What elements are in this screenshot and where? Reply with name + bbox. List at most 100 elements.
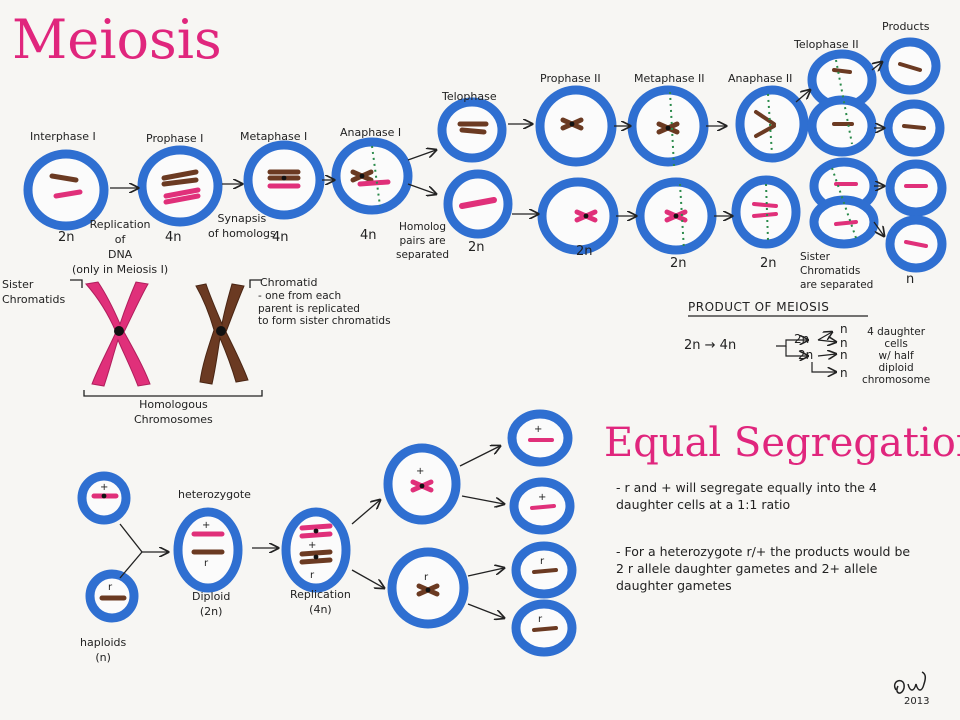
chromosome-mark <box>832 68 852 74</box>
ploidy-telophase: 2n <box>468 240 485 255</box>
chromosome-mark <box>163 187 201 199</box>
segregation-bullet-1: - r and + will segregate equally into th… <box>616 480 881 512</box>
product-description: 4 daughter cells w/ half diploid chromos… <box>862 326 931 387</box>
product-n-2: n <box>840 336 848 350</box>
chromosome-mark <box>752 212 778 218</box>
product-flow-2n-a: 2n <box>794 332 810 346</box>
chromosome-mark <box>902 124 926 130</box>
homologous-chromosomes-label: Homologous Chromosomes <box>134 398 213 426</box>
process-arrow <box>351 500 380 525</box>
spindle-dots <box>835 59 853 145</box>
product-n-4: n <box>840 366 848 380</box>
ploidy-prophase-2: 2n <box>576 244 593 259</box>
replication-note: Replication of DNA (only in Meiosis I) <box>72 218 169 276</box>
replication-segregation-label: Replication (4n) <box>290 588 351 616</box>
process-arrow <box>351 569 384 588</box>
stage-prophase-2: Prophase II <box>540 72 601 85</box>
allele-plus: + <box>308 540 316 551</box>
diploid-label: Diploid (2n) <box>192 590 231 618</box>
allele-r: r <box>108 582 113 593</box>
chromosome-mark <box>834 220 858 226</box>
allele-plus: + <box>202 520 210 531</box>
centromere-dot <box>665 125 671 131</box>
centromere-dot <box>419 483 425 489</box>
centromere-dot <box>313 528 319 534</box>
page-title: Meiosis <box>12 8 222 71</box>
centromere-icon <box>216 326 226 336</box>
stage-telophase: Telophase <box>442 90 497 103</box>
signature-mark <box>893 671 927 694</box>
stage-prophase-1: Prophase I <box>146 132 204 145</box>
stage-anaphase-2: Anaphase II <box>728 72 793 85</box>
product-of-meiosis-heading: PRODUCT OF MEIOSIS <box>688 300 830 314</box>
process-arrow <box>873 221 884 236</box>
process-arrow <box>407 183 436 194</box>
process-arrow <box>467 603 504 618</box>
stage-metaphase-2: Metaphase II <box>634 72 705 85</box>
stage-interphase-1: Interphase I <box>30 130 96 143</box>
chromosome-mark <box>161 169 199 181</box>
centromere-dot <box>569 121 575 127</box>
chromosome-mark <box>459 197 497 209</box>
sister-chromatids-label: Sister Chromatids <box>2 278 66 306</box>
cell-circle <box>137 145 223 227</box>
allele-r: r <box>424 572 429 583</box>
haploid-fork <box>119 523 143 579</box>
chromosome-mark <box>754 110 776 126</box>
chromosome-mark <box>752 202 778 208</box>
product-flow-start: 2n → 4n <box>684 338 737 353</box>
cell-circle <box>537 177 619 255</box>
process-arrow <box>871 62 882 70</box>
process-arrow <box>795 90 810 103</box>
centromere-dot <box>281 175 287 181</box>
chromatid-bracket <box>249 279 262 288</box>
spindle-dots <box>767 93 773 155</box>
haploids-label: haploids (n) <box>80 636 127 664</box>
process-arrow <box>459 446 500 467</box>
signature-year: 2013 <box>904 696 930 707</box>
chromosome-mark <box>532 626 558 632</box>
heterozygote-label: heterozygote <box>178 488 251 501</box>
centromere-dot <box>101 493 107 499</box>
spindle-dots <box>669 91 675 167</box>
allele-plus: + <box>416 466 424 477</box>
ploidy-interphase: 2n <box>58 230 75 245</box>
chromosome-mark <box>299 557 333 565</box>
stage-products: Products <box>882 20 930 33</box>
process-arrow <box>407 150 436 161</box>
ploidy-metaphase-2: 2n <box>670 256 687 271</box>
allele-r: r <box>310 570 315 581</box>
centromere-icon <box>114 326 124 336</box>
sister-bracket <box>70 279 83 288</box>
centromere-dot <box>673 213 679 219</box>
allele-r: r <box>540 556 545 567</box>
pink-chromosome <box>85 281 151 387</box>
ploidy-metaphase: 4n <box>272 230 289 245</box>
marks-layer: +r+r+r+r++rr <box>49 59 928 632</box>
centromere-dot <box>313 554 319 560</box>
chromosome-mark <box>299 523 333 531</box>
chromosome-mark <box>53 189 83 199</box>
chromatid-title: Chromatid <box>260 276 318 289</box>
cell-circle <box>331 137 413 215</box>
allele-r: r <box>538 614 543 625</box>
chromosome-mark <box>898 62 922 72</box>
homolog-separation-note: Homolog pairs are separated <box>396 221 450 262</box>
stage-telophase-2: Telophase II <box>794 38 859 51</box>
cell-circle <box>281 507 351 593</box>
chromosome-mark <box>357 179 391 187</box>
product-n-3: n <box>840 348 848 362</box>
spindle-dots <box>679 183 685 251</box>
spindle-dots <box>371 145 381 207</box>
segregation-bullet-2: - For a heterozygote r/+ the products wo… <box>616 544 915 593</box>
product-flow-2n-b: 2n <box>798 348 814 362</box>
allele-plus: + <box>538 492 546 503</box>
segregation-title: Equal Segregation <box>604 420 960 466</box>
chromosome-mark <box>299 549 333 557</box>
sister-separation-note: Sister Chromatids are separated <box>800 251 874 292</box>
centromere-dot <box>359 173 365 179</box>
cell-circle <box>731 175 801 249</box>
chromosome-mark <box>904 240 928 248</box>
